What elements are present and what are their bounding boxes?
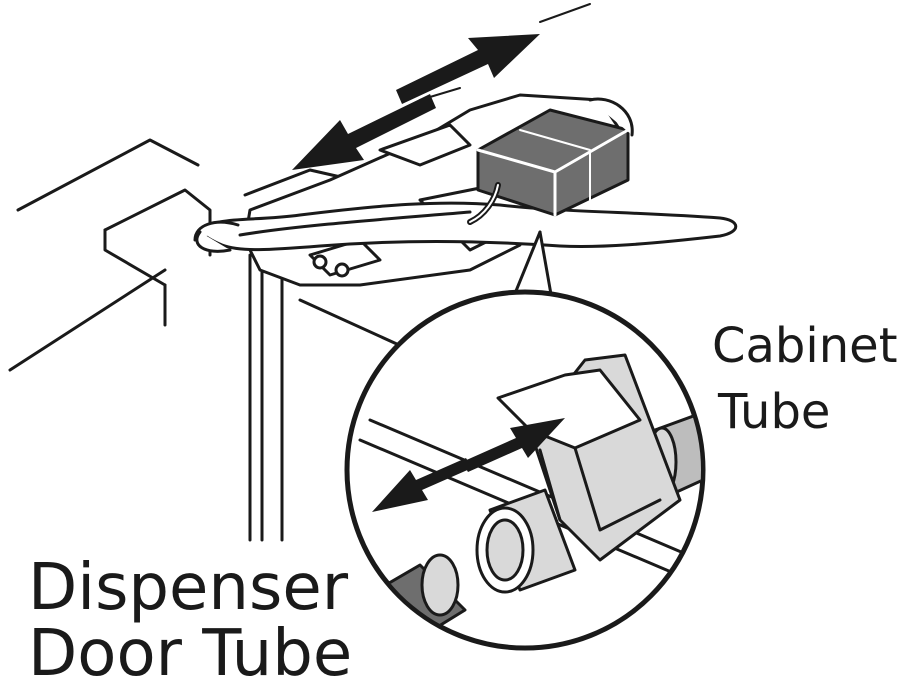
cabinet-tube-label: Tube [718, 384, 831, 440]
dispenser-door-tube-label: Dispenser [28, 551, 348, 625]
cabinet-tube-label: Cabinet [712, 318, 898, 374]
cabinet-top-panel [8, 138, 522, 542]
tube-bundle [193, 201, 738, 253]
dispenser-door-tube-label: Door Tube [28, 617, 353, 691]
double-arrow-icon [292, 34, 540, 170]
magnifier-callout [344, 289, 706, 651]
double-arrow-icon [372, 418, 565, 512]
connector-block [467, 97, 634, 225]
